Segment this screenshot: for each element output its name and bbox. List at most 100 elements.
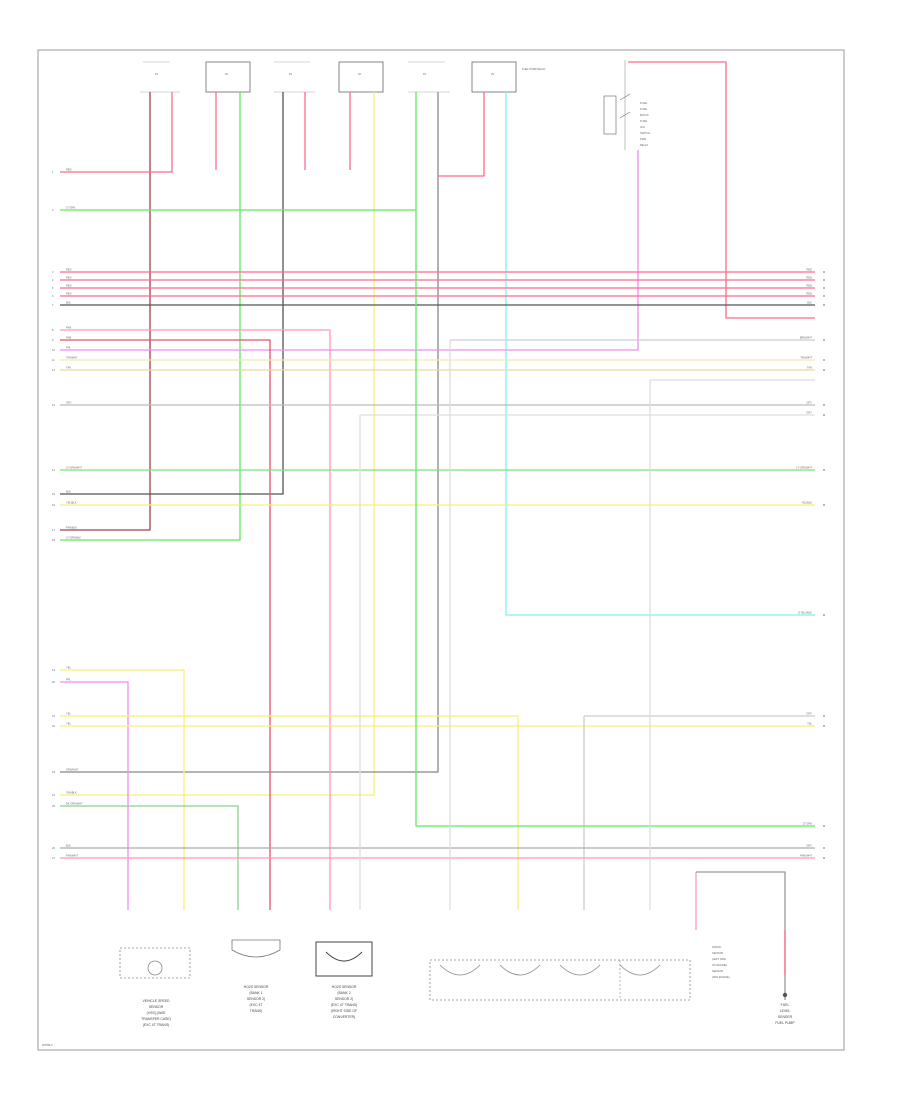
right-wire-terminal	[823, 725, 825, 727]
diagram-frame	[37, 49, 845, 1051]
left-row-number: 27	[52, 856, 55, 860]
relay-block-l3: FUSE	[640, 119, 647, 123]
right-wire-terminal	[823, 271, 825, 273]
relay-5-code: 15	[423, 72, 426, 76]
left-wire-label: YEL/BLK	[66, 501, 77, 505]
relay-block-l1: FUSE	[640, 107, 647, 111]
component-hos2: HO2S SENSOR (BANK 2 SENSOR 2) (EXC 4T TR…	[315, 941, 373, 1019]
left-wire-label: PNK	[66, 336, 72, 340]
relay-block-l0: FUSE	[640, 101, 647, 105]
wire-layer	[60, 61, 815, 1000]
left-row-number: 22	[52, 724, 55, 728]
relay-4: 20	[338, 61, 384, 93]
left-wire-label: PNK/WHT	[66, 854, 78, 858]
knock-l3: OF ENGINE)	[712, 963, 727, 967]
fuel-l2: SENDER	[778, 1015, 793, 1019]
left-row-number: 21	[52, 714, 55, 718]
left-row-number: 15	[52, 492, 55, 496]
right-wire-terminal	[823, 469, 825, 471]
left-row-number: 9	[52, 338, 54, 342]
right-wire-labels: REDREDREDREDBLKBRN/WHTTAN/WHTTANGRYGRYLT…	[796, 268, 825, 859]
right-wire-label: RED	[807, 292, 813, 296]
right-wire-label: RED	[807, 276, 813, 280]
right-wire-terminal	[823, 825, 825, 827]
hos1-l0: HO2S SENSOR	[244, 985, 269, 989]
left-wire-label: BLK	[66, 844, 71, 848]
left-wire-label: TAN/WHT	[66, 356, 78, 360]
relay-2: 20	[205, 61, 251, 93]
relay-3-code: 15	[289, 72, 292, 76]
left-wire-label: PNK	[66, 326, 72, 330]
right-wire-terminal	[823, 857, 825, 859]
left-row-number: 12	[52, 368, 55, 372]
knock-l2: (LEFT SIDE	[712, 957, 726, 961]
vss-l2: (VSS) (4WD	[147, 1011, 166, 1015]
left-row-number: 24	[52, 793, 55, 797]
left-row-number: 7	[52, 303, 54, 307]
right-wire-terminal	[823, 359, 825, 361]
left-row-number: 10	[52, 348, 55, 352]
left-wire-label: LT GRN	[66, 206, 75, 210]
left-wire-label: YEL	[66, 722, 71, 726]
left-row-number: 18	[52, 538, 55, 542]
left-wire-label: GRY	[66, 401, 72, 405]
left-wire-label: BLK	[66, 301, 71, 305]
left-row-number: 13	[52, 403, 55, 407]
right-wire-label: PNK/WHT	[800, 854, 812, 858]
right-wire-label: TAN/WHT	[800, 356, 812, 360]
left-wire-label: TAN/BLK	[66, 791, 77, 795]
left-wire-label: YEL	[66, 666, 71, 670]
relay-2-code: 20	[225, 72, 228, 76]
relay-3: 15	[274, 61, 315, 93]
hos2-l2: SENSOR 2)	[335, 997, 353, 1001]
left-wire-label: PPL	[66, 346, 71, 350]
knock-l4: SENSOR	[712, 969, 723, 973]
relay-block-l6: PWR	[640, 137, 646, 141]
footer-code: W3789-2	[42, 1043, 53, 1047]
left-row-number: 25	[52, 804, 55, 808]
knock-l5: (2ND ENGINE)	[712, 975, 730, 979]
right-wire-terminal	[823, 287, 825, 289]
hos1-l4: TRANS)	[250, 1009, 263, 1013]
relay-4-code: 20	[358, 72, 361, 76]
left-wire-label: RED	[66, 276, 72, 280]
knock-l0: KNOCK	[712, 945, 721, 949]
right-wire-label: GRY	[806, 844, 812, 848]
right-wire-terminal	[823, 295, 825, 297]
relay-5: 15	[408, 61, 450, 93]
relay-1-code: 15	[155, 72, 158, 76]
component-injectors	[429, 959, 691, 1001]
component-fuel: FUEL LEVEL SENDER FUEL PUMP	[775, 992, 795, 1025]
right-wire-terminal	[823, 404, 825, 406]
left-wire-label: YEL	[66, 712, 71, 716]
left-wire-label: PNK/BLK	[66, 526, 77, 530]
relay-block-l5: SWITCH	[640, 131, 650, 135]
right-wire-label: LT GRN/WHT	[796, 466, 812, 470]
left-row-number: 2	[52, 208, 54, 212]
left-wire-label: BLK	[66, 490, 71, 494]
hos2-l1: (BANK 2	[337, 991, 350, 995]
left-row-number: 6	[52, 294, 54, 298]
left-row-number: 17	[52, 528, 55, 532]
right-wire-label: LT BLU/BLK	[798, 611, 812, 615]
hos2-l4: (RIGHT SIDE OF	[331, 1009, 357, 1013]
left-row-number: 26	[52, 846, 55, 850]
left-row-number: 11	[52, 358, 55, 362]
relay-block-l7: RELAY	[640, 143, 649, 147]
left-row-number: 16	[52, 503, 55, 507]
left-row-number: 1	[52, 170, 54, 174]
right-wire-terminal	[823, 847, 825, 849]
hos2-l0: HO2S SENSOR	[332, 985, 357, 989]
hos2-l3: (EXC 4T TRANS)	[331, 1003, 357, 1007]
right-wire-label: BLK	[807, 301, 812, 305]
vss-l4: (EXC 4T TRANS)	[143, 1023, 169, 1027]
right-wire-terminal	[823, 339, 825, 341]
relay-6-code: 20	[491, 72, 494, 76]
hos1-l2: SENSOR 2)	[247, 997, 265, 1001]
right-wire-terminal	[823, 304, 825, 306]
left-wire-label: GRN/WHT	[66, 768, 79, 772]
left-row-number: 14	[52, 468, 55, 472]
relay-row: 15 20 15 20 15 20 FUEL PUMP RELAY	[140, 61, 546, 93]
